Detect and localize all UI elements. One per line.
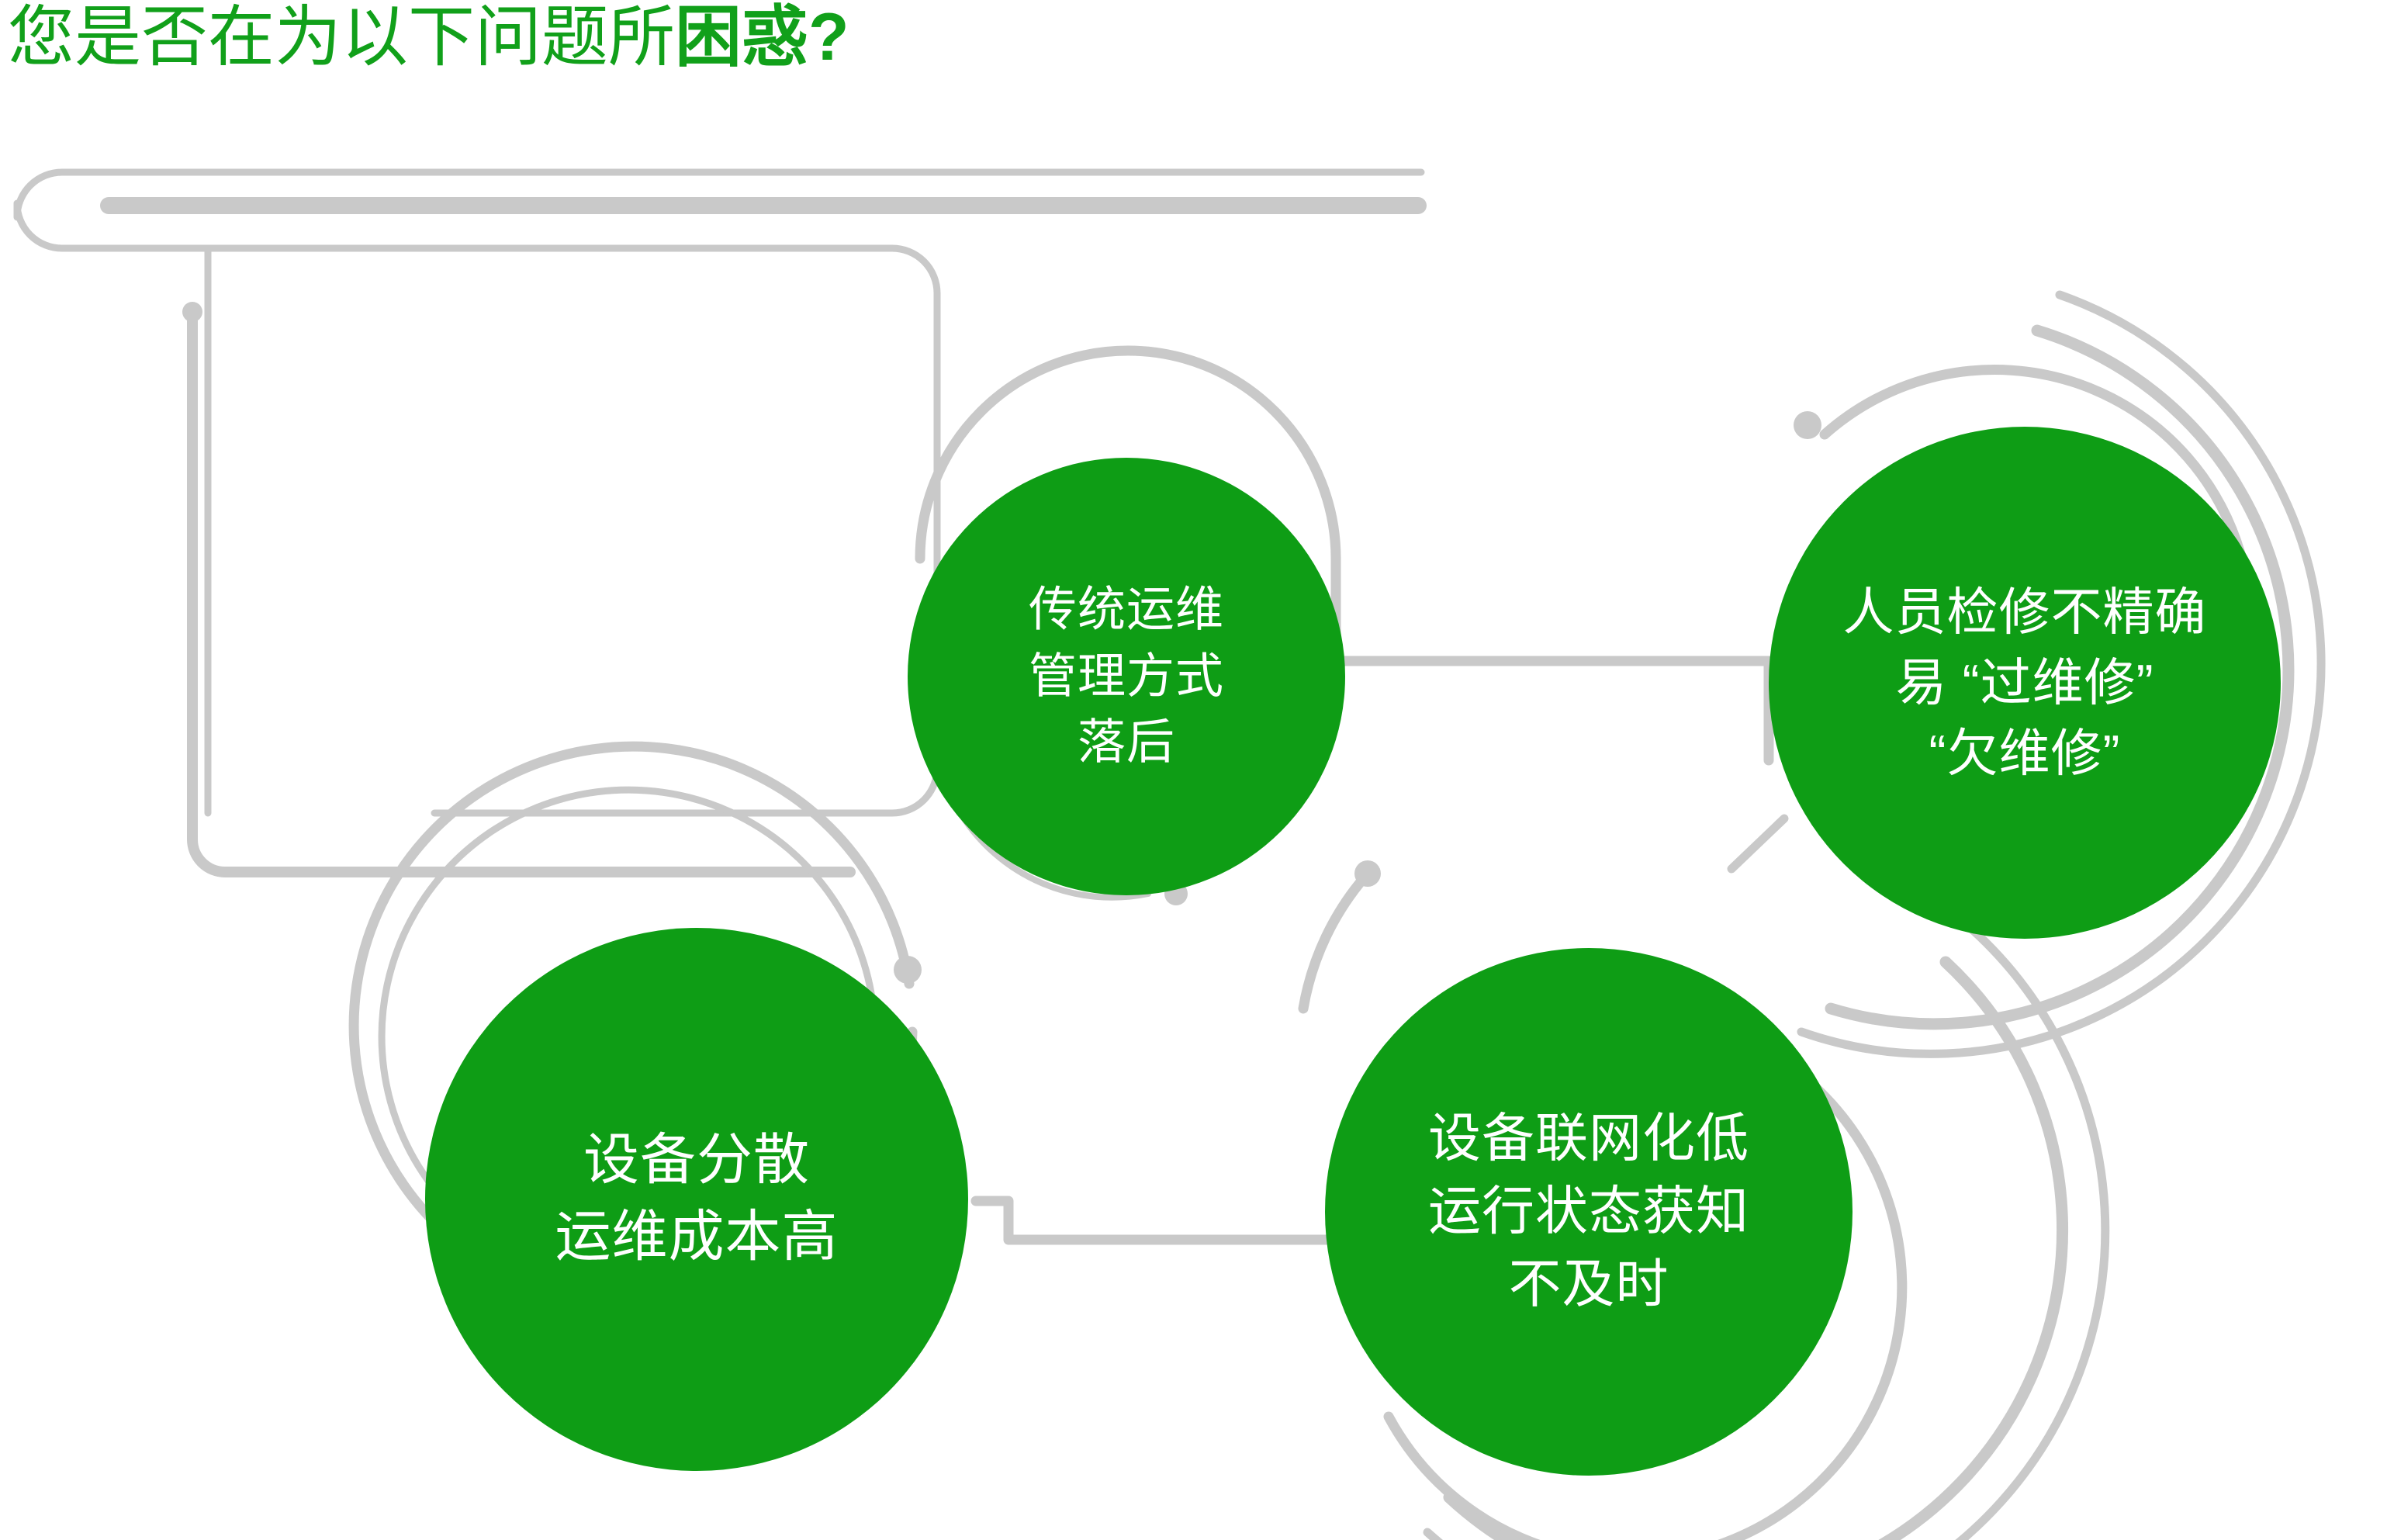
bubble-2-outer-ring — [1825, 324, 2295, 1030]
connector-bubble3-to-bubble4 — [970, 1196, 1380, 1245]
page-title: 您是否在为以下问题所困惑? — [8, 2, 849, 74]
connector-bubble1-to-bubble2 — [1330, 656, 1774, 766]
bubble-1-outer-ring — [915, 345, 1341, 564]
bubble-4-outer-ring — [1443, 956, 2068, 1540]
bubble-4-inner-ring-top — [1298, 868, 1373, 1014]
top-left-outer-bracket — [13, 168, 1425, 252]
page-title-emphasis: 困惑? — [675, 0, 849, 74]
connector-bubble4-to-bubble2 — [1727, 814, 1789, 874]
left-rail-dot — [182, 302, 202, 322]
left-rail-inner — [187, 313, 856, 877]
bubble-2-circle — [1769, 427, 2281, 939]
bubble-3-circle — [425, 928, 968, 1471]
bubble-4-circle — [1325, 948, 1853, 1476]
page-title-lead: 您是否在为以下问题所 — [8, 0, 675, 74]
bubble-2-inner-ring-dot — [1794, 411, 1821, 439]
bubble-3-ring-dot — [894, 956, 922, 984]
bubble-2-outer-ring-b — [1797, 290, 2326, 1058]
bubble-4-outer-ring-b — [1423, 923, 2110, 1540]
bubble-1-circle — [908, 458, 1345, 895]
